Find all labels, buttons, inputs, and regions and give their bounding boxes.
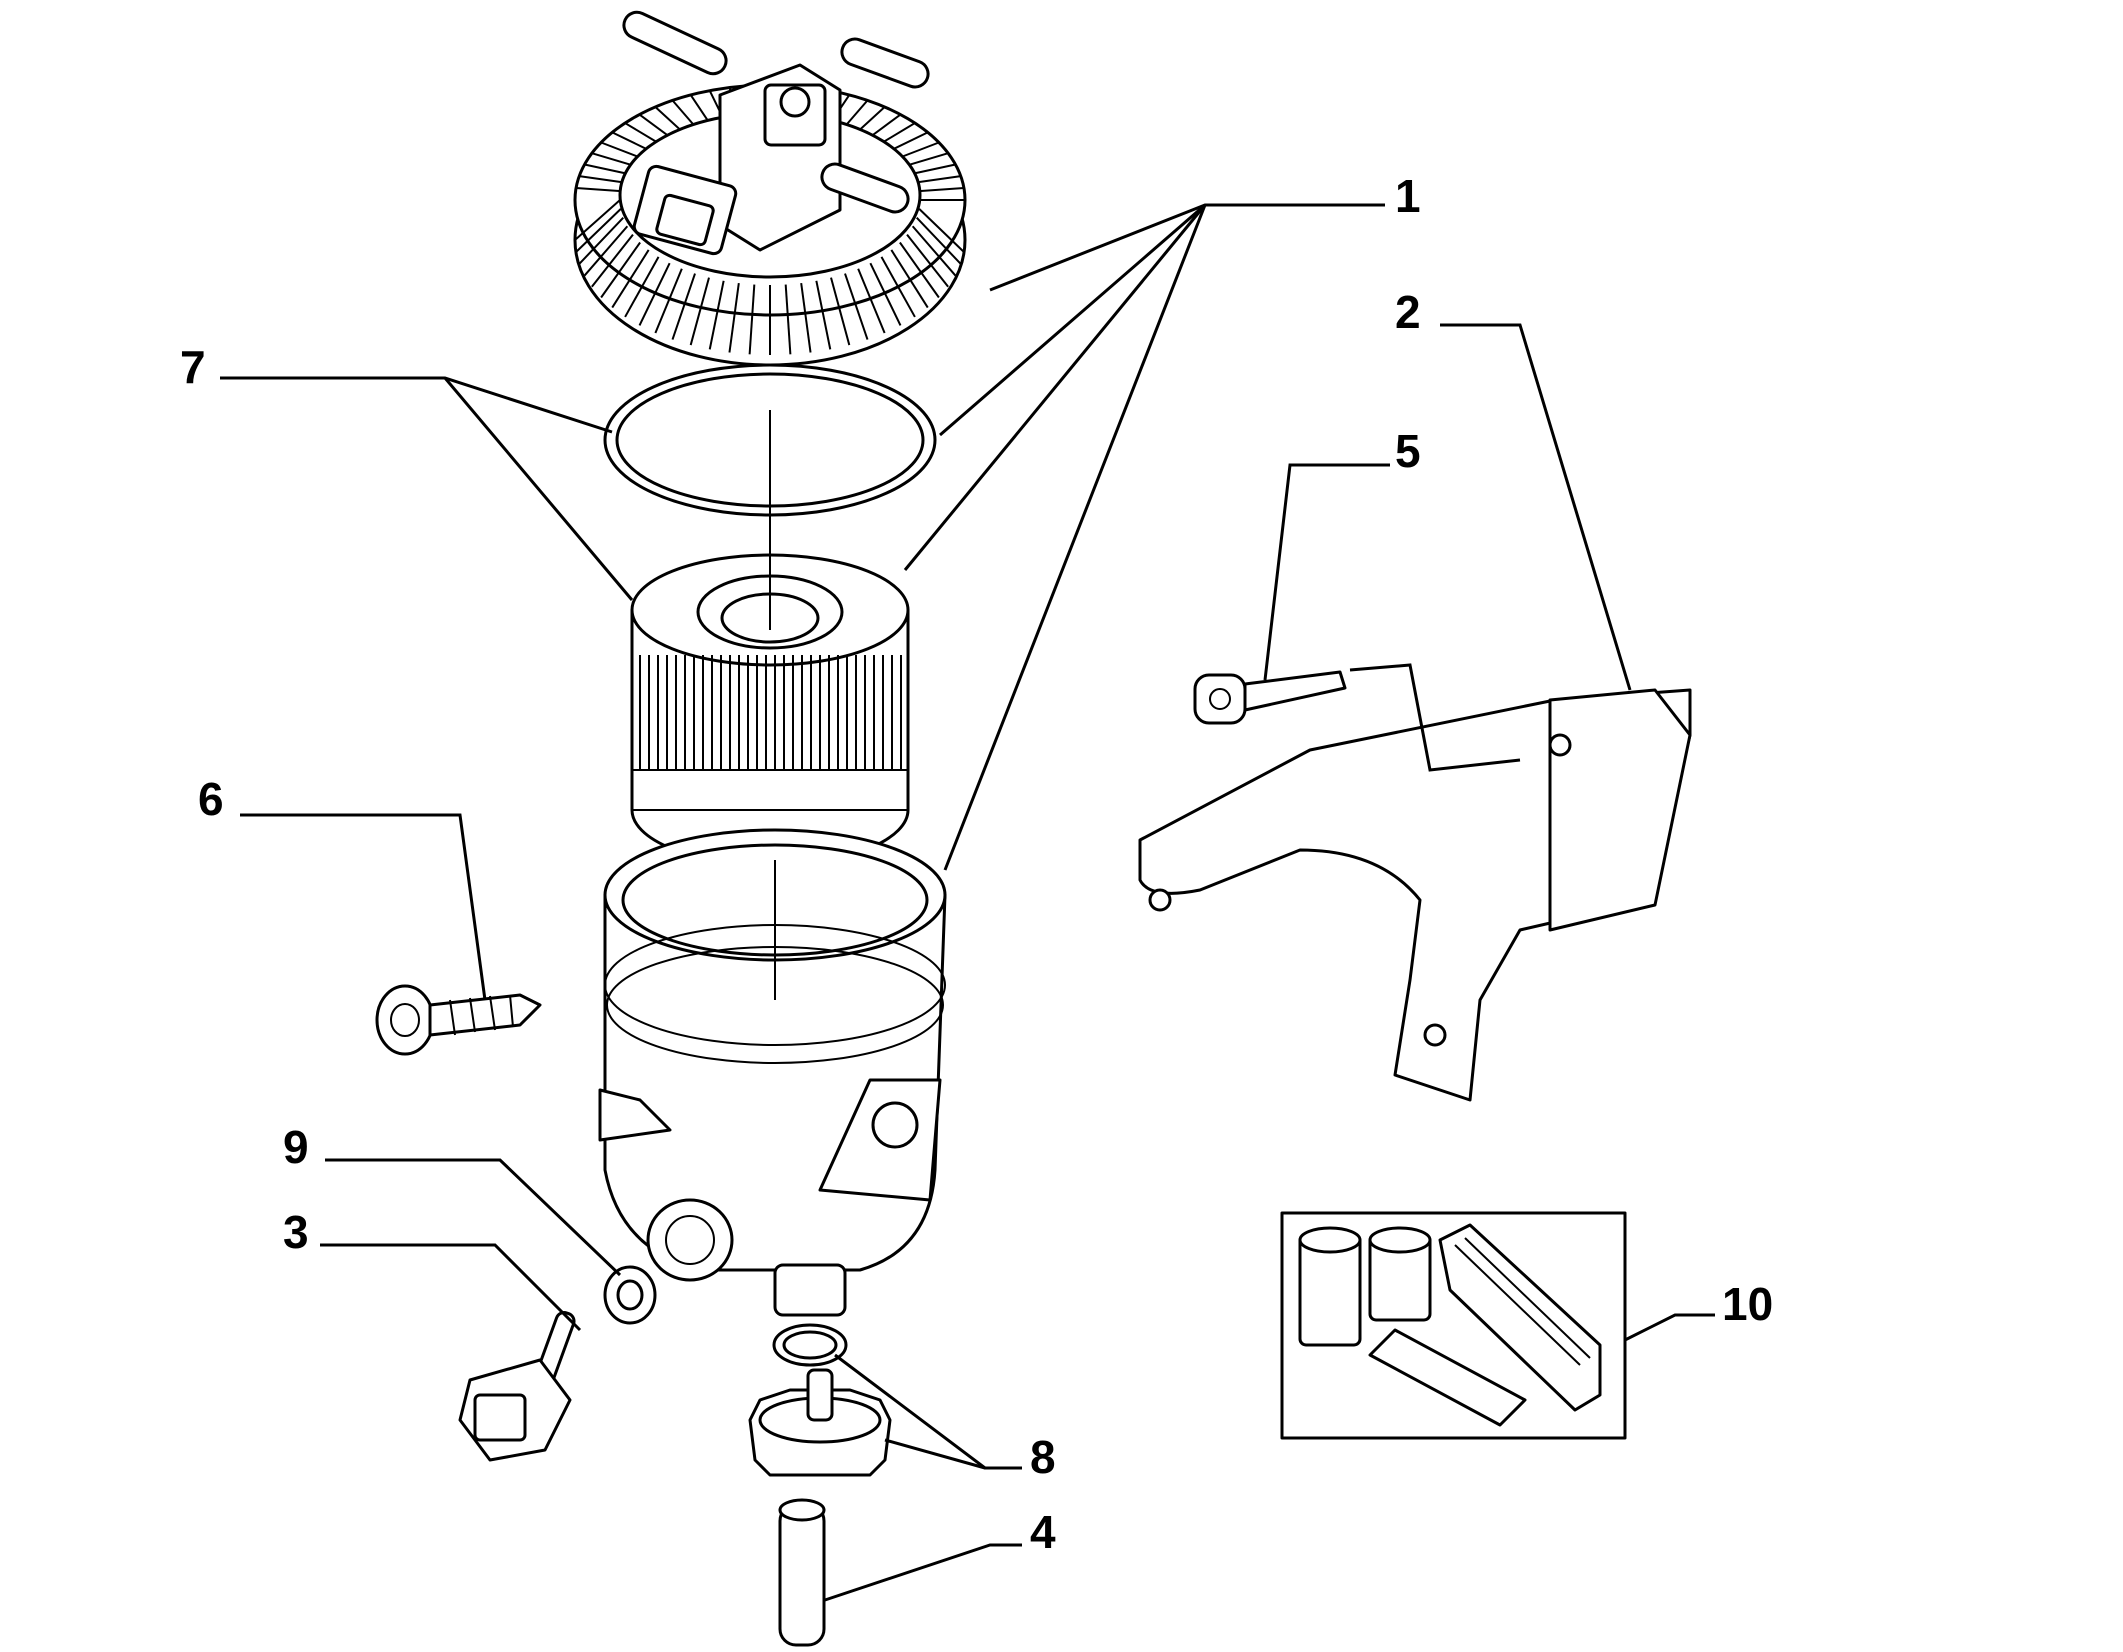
callout-9: 9 <box>283 1121 309 1173</box>
callout-10: 10 <box>1722 1278 1773 1330</box>
callout-3: 3 <box>283 1206 309 1258</box>
callout-6: 6 <box>198 773 224 825</box>
filter-cartridge <box>630 410 910 867</box>
callout-7: 7 <box>180 341 206 393</box>
callout-1: 1 <box>1395 170 1421 222</box>
callout-2: 2 <box>1395 286 1421 338</box>
water-sensor <box>458 1310 576 1462</box>
filter-housing <box>598 828 947 1317</box>
filter-head-cap <box>573 10 967 367</box>
callout-numbers: 1 2 3 4 5 6 7 8 9 10 <box>180 170 1773 1558</box>
callout-5: 5 <box>1395 425 1421 477</box>
self-tapping-screw <box>375 984 542 1056</box>
filter-kit-illustration <box>1280 1211 1627 1440</box>
callout-8: 8 <box>1030 1431 1056 1483</box>
sealing-washer <box>603 1265 657 1325</box>
mounting-bracket <box>1138 688 1692 1102</box>
drain-hose <box>778 1498 826 1647</box>
cap-bolt <box>1193 670 1347 725</box>
leader-lines <box>220 203 1715 1602</box>
o-ring-lower <box>772 1323 848 1367</box>
drain-plug <box>748 1368 892 1477</box>
callout-4: 4 <box>1030 1506 1056 1558</box>
